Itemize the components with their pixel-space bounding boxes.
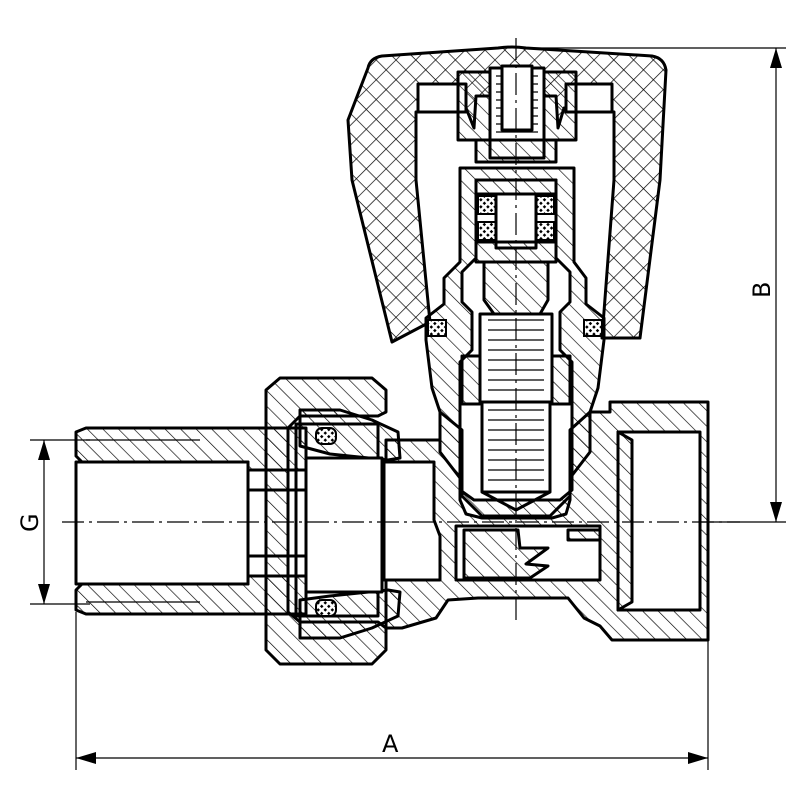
- dimension-a: A: [75, 612, 709, 770]
- handwheel-screw: [456, 64, 578, 164]
- dimension-b-label: B: [748, 282, 776, 298]
- dimension-b: B: [520, 47, 786, 523]
- dimension-a-label: A: [382, 730, 399, 758]
- dimension-g: G: [16, 439, 90, 605]
- valve-body: [382, 400, 710, 642]
- union-nut: [264, 376, 402, 666]
- tailpiece: [74, 426, 308, 616]
- bonnet-housing: [424, 166, 606, 520]
- dimension-g-label: G: [16, 513, 44, 532]
- center-lines: [62, 38, 740, 620]
